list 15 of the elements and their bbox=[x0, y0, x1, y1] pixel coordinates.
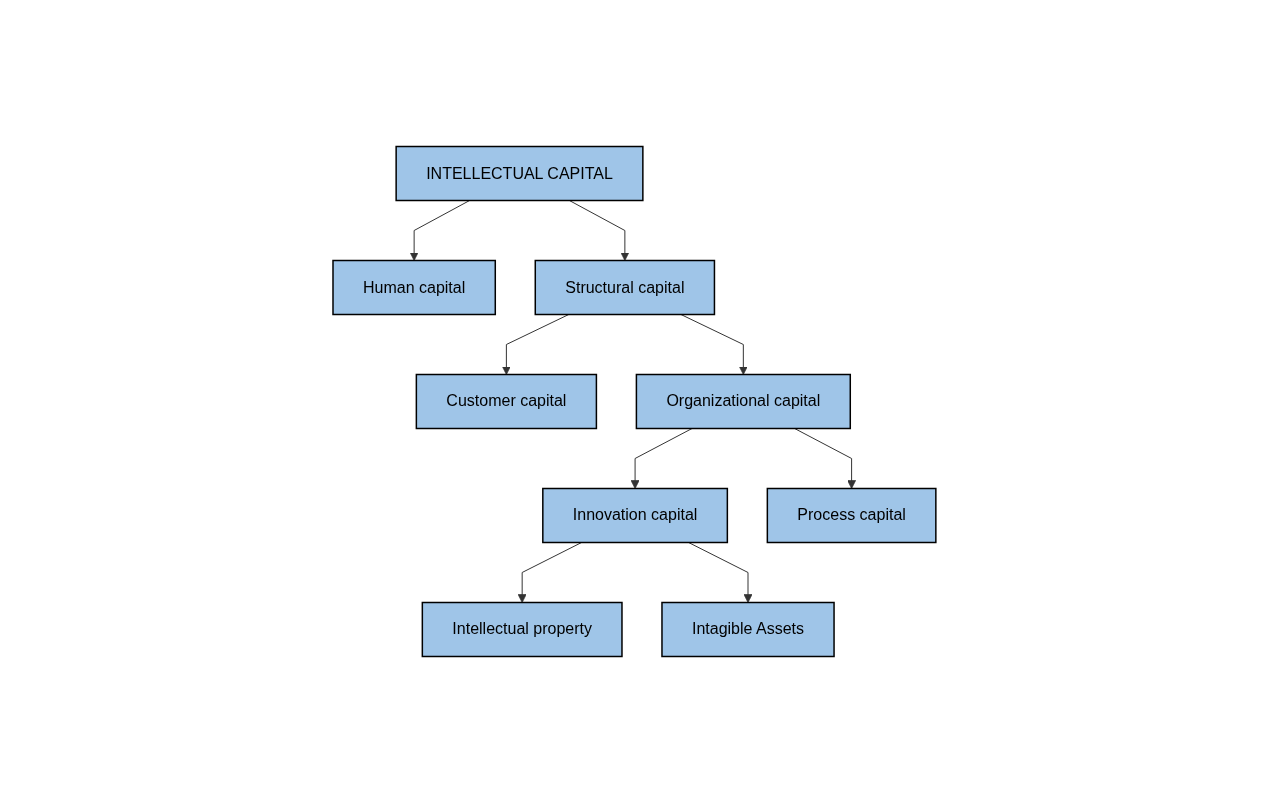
arrow bbox=[568, 200, 629, 261]
node-box: Human capital bbox=[331, 259, 496, 316]
arrow bbox=[501, 314, 569, 375]
node-box: Innovation capital bbox=[541, 487, 728, 544]
node-box: Structural capital bbox=[534, 259, 715, 316]
node-box: INTELLECTUAL CAPITAL bbox=[394, 145, 644, 202]
node-box: Organizational capital bbox=[635, 373, 851, 430]
arrow bbox=[409, 200, 470, 261]
node-box: Process capital bbox=[766, 487, 937, 544]
node-box: Customer capital bbox=[415, 373, 597, 430]
arrow bbox=[630, 428, 693, 489]
arrow bbox=[680, 314, 748, 375]
node-box: Intagible Assets bbox=[660, 601, 835, 658]
node-box: Intellectual property bbox=[421, 601, 623, 658]
arrow bbox=[517, 542, 582, 603]
